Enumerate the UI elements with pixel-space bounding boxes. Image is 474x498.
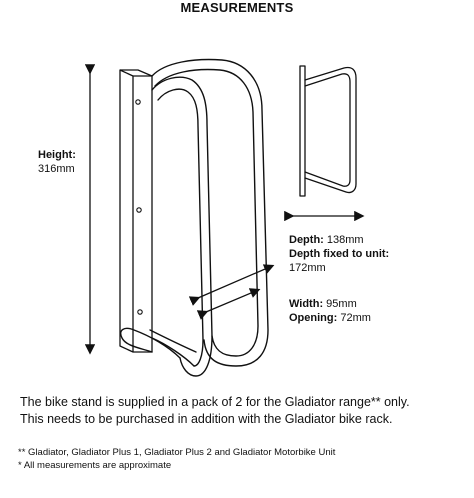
page-title: MEASUREMENTS (180, 0, 294, 15)
opening-value: 72mm (340, 312, 371, 324)
width-value: 95mm (326, 298, 357, 310)
depth-label: Depth: 138mm Depth fixed to unit: 172mm (289, 233, 389, 275)
width-label-name: Width: (289, 298, 324, 310)
height-value: 316mm (38, 163, 75, 175)
depth-fixed-value: 172mm (289, 262, 326, 274)
footnote-range-mark: ** (18, 447, 26, 458)
back-plate (119, 69, 153, 353)
screw-hole-top (135, 99, 141, 105)
height-label: Height: 316mm (38, 148, 76, 176)
tube-loop (120, 58, 269, 377)
screw-hole-middle (136, 207, 142, 213)
width-opening-label: Width: 95mm Opening: 72mm (289, 297, 371, 325)
height-label-name: Height: (38, 149, 76, 161)
opening-arrow (196, 288, 261, 320)
supply-note: The bike stand is supplied in a pack of … (20, 394, 460, 428)
supply-note-line1: The bike stand is supplied in a pack of … (20, 395, 410, 409)
footnote-range: ** Gladiator, Gladiator Plus 1, Gladiato… (18, 447, 335, 459)
depth-fixed-label-name: Depth fixed to unit: (289, 248, 390, 260)
supply-note-line2: This needs to be purchased in addition w… (20, 412, 393, 426)
footnote-approx-text: All measurements are approximate (23, 460, 172, 471)
width-arrow (188, 264, 275, 306)
opening-label-name: Opening: (289, 312, 338, 324)
footnote-range-text: Gladiator, Gladiator Plus 1, Gladiator P… (28, 447, 336, 458)
depth-label-name: Depth: (289, 234, 324, 246)
side-view (299, 65, 357, 197)
screw-hole-bottom (137, 309, 143, 315)
footnote-approx: * All measurements are approximate (18, 460, 171, 472)
depth-value: 138mm (326, 234, 364, 246)
footnote-approx-mark: * (18, 460, 22, 471)
